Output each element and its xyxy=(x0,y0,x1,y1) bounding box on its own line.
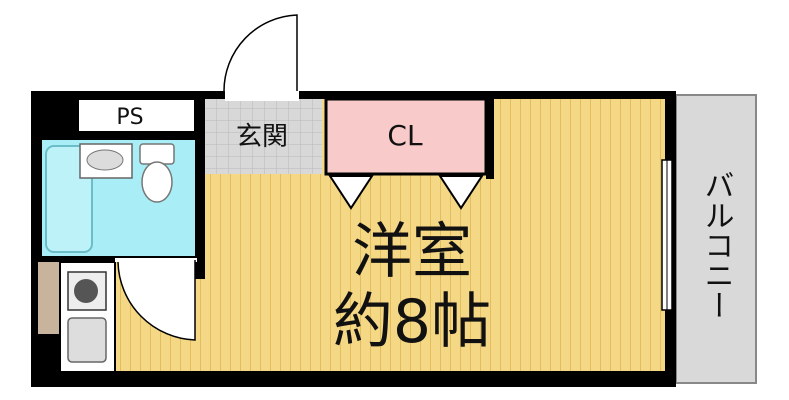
room-type-label: 洋室 xyxy=(352,217,472,287)
interior-wall xyxy=(195,99,205,279)
entrance-label: 玄関 xyxy=(236,122,288,152)
closet-door-right xyxy=(438,175,484,210)
closet-area xyxy=(324,97,488,176)
toilet-tank xyxy=(139,143,175,165)
bath-door-swing xyxy=(117,260,196,341)
balcony-label: バルコニー xyxy=(699,170,734,320)
balcony-area xyxy=(675,94,757,384)
ps-label: PS xyxy=(116,105,143,130)
kitchen-shelf xyxy=(38,262,60,334)
closet-label: CL xyxy=(387,119,423,152)
toilet-bowl xyxy=(141,161,173,203)
front-door-swing xyxy=(223,14,298,92)
bath-door-opening xyxy=(115,258,197,262)
stove-burner xyxy=(74,279,98,303)
basin-bowl xyxy=(86,149,124,171)
kitchen-sink xyxy=(67,317,107,363)
closet-door-left xyxy=(328,175,374,210)
room-size-label: 約8帖 xyxy=(333,287,491,357)
entrance-floor xyxy=(205,99,322,174)
front-door-opening xyxy=(225,89,299,101)
ps-box xyxy=(77,98,196,133)
closet-side-wall xyxy=(486,99,494,179)
